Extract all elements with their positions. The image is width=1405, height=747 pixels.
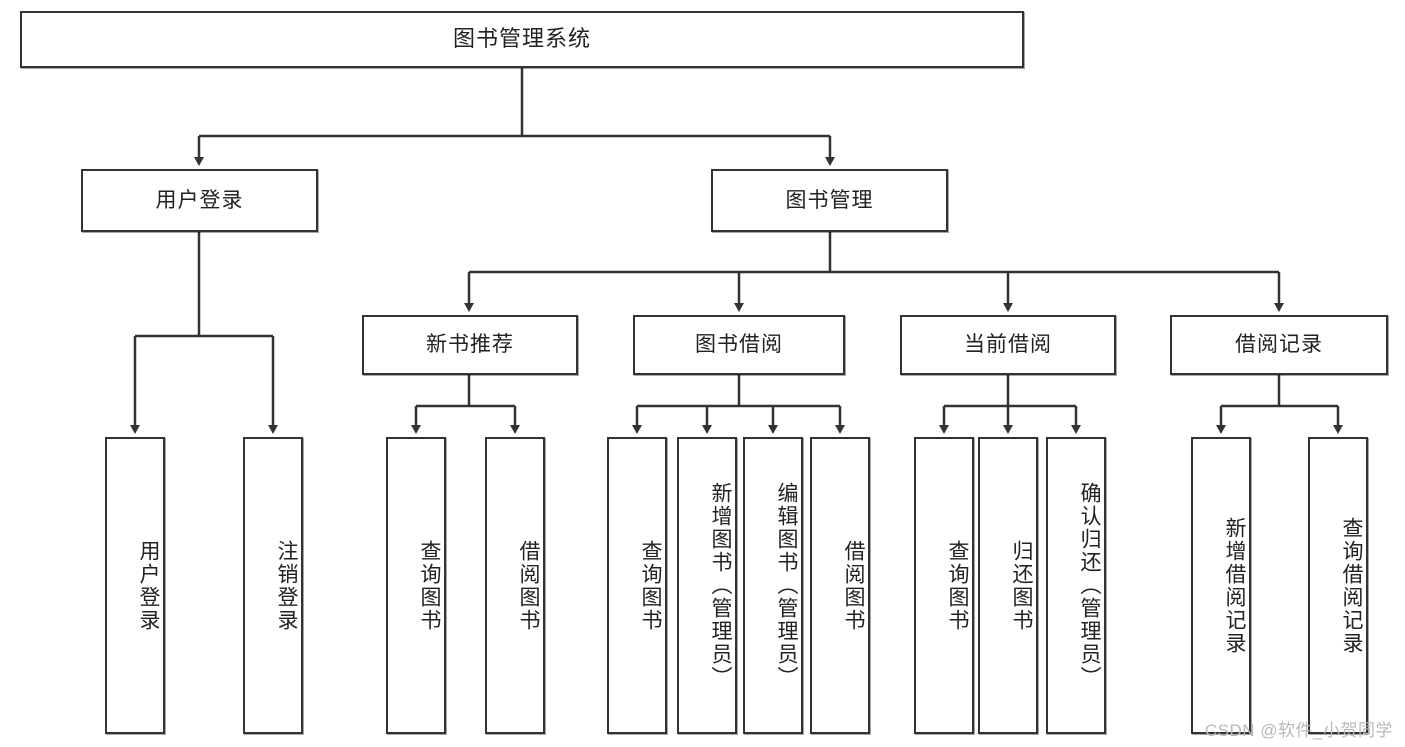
leaf-borrow-record-add[interactable]: 新增借阅记录 — [1191, 437, 1251, 734]
leaf-book-borrow-borrow[interactable]: 借阅图书 — [810, 437, 870, 734]
node-label: 新书推荐 — [426, 333, 514, 357]
node-new-book-recommend[interactable]: 新书推荐 — [362, 315, 578, 375]
node-label: 查询图书 — [946, 539, 969, 632]
leaf-new-book-query[interactable]: 查询图书 — [386, 437, 446, 734]
node-label: 用户登录 — [155, 188, 244, 212]
node-user-login[interactable]: 用户登录 — [81, 169, 318, 232]
leaf-current-borrow-confirm-admin[interactable]: 确认归还（管理员） — [1046, 437, 1106, 734]
node-label: 新增图书（管理员） — [709, 482, 732, 689]
csdn-watermark: CSDN @软件_小贺同学 — [1204, 721, 1393, 740]
node-label: 查询图书 — [418, 539, 441, 632]
leaf-new-book-borrow[interactable]: 借阅图书 — [485, 437, 545, 734]
node-book-management[interactable]: 图书管理 — [711, 169, 948, 232]
leaf-current-borrow-return[interactable]: 归还图书 — [978, 437, 1038, 734]
node-label: 归还图书 — [1010, 539, 1033, 632]
leaf-book-borrow-query[interactable]: 查询图书 — [607, 437, 667, 734]
node-label: 注销登录 — [275, 539, 298, 632]
node-label: 借阅记录 — [1235, 333, 1323, 357]
node-label: 借阅图书 — [517, 539, 540, 632]
node-label: 编辑图书（管理员） — [775, 482, 798, 689]
node-label: 查询图书 — [639, 539, 662, 632]
node-label: 查询借阅记录 — [1340, 516, 1363, 655]
leaf-user-login-login[interactable]: 用户登录 — [105, 437, 165, 734]
node-label: 图书管理 — [785, 188, 874, 212]
node-label: 新增借阅记录 — [1223, 516, 1246, 655]
leaf-user-login-logout[interactable]: 注销登录 — [243, 437, 303, 734]
node-label: 图书管理系统 — [452, 26, 591, 52]
leaf-borrow-record-query[interactable]: 查询借阅记录 — [1308, 437, 1368, 734]
node-label: 当前借阅 — [964, 333, 1052, 357]
node-label: 借阅图书 — [842, 539, 865, 632]
node-label: 用户登录 — [137, 539, 160, 632]
leaf-current-borrow-query[interactable]: 查询图书 — [914, 437, 974, 734]
leaf-book-borrow-add-admin[interactable]: 新增图书（管理员） — [677, 437, 737, 734]
node-label: 确认归还（管理员） — [1078, 482, 1101, 689]
node-borrow-record[interactable]: 借阅记录 — [1170, 315, 1388, 375]
node-current-borrow[interactable]: 当前借阅 — [900, 315, 1116, 375]
node-book-borrow[interactable]: 图书借阅 — [633, 315, 845, 375]
node-root-book-management-system[interactable]: 图书管理系统 — [20, 11, 1024, 68]
leaf-book-borrow-edit-admin[interactable]: 编辑图书（管理员） — [743, 437, 803, 734]
node-label: 图书借阅 — [695, 333, 783, 357]
